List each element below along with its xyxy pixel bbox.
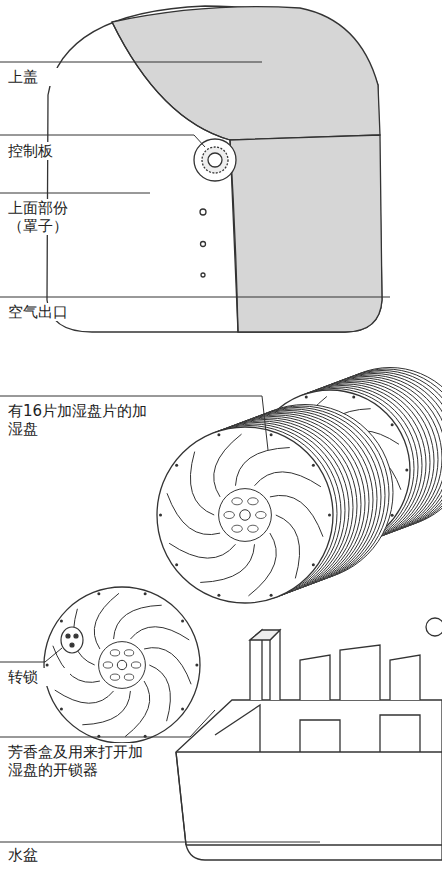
part-label: 上面部份 （罩子）: [6, 199, 82, 235]
part-label: 上盖: [6, 68, 70, 86]
part-label: 芳香盒及用来打开加 湿盘的开锁器: [6, 743, 162, 779]
part-label: 控制板: [6, 142, 90, 160]
part-label: 空气出口: [6, 303, 110, 321]
part-label: 转锁: [6, 668, 70, 686]
single-disc: [44, 587, 200, 743]
rotary-lock: [61, 627, 83, 653]
leader-lines: [0, 62, 390, 842]
part-label: 有16片加湿盘片的加 湿盘: [6, 402, 162, 438]
water-tray: [176, 618, 442, 860]
housing: [47, 6, 382, 332]
part-label: 水盆: [6, 846, 70, 864]
disc-stack: [157, 405, 393, 604]
